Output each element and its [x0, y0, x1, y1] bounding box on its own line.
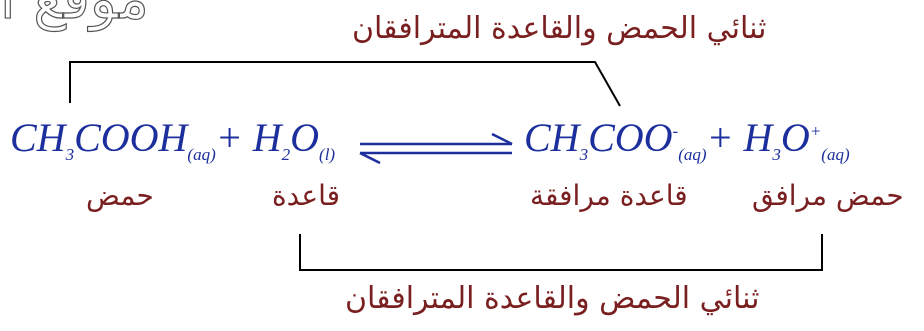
base-label: قاعدة [272, 179, 340, 212]
products-formula: CH3COO-(aq)+ H3O+(aq) [524, 115, 850, 164]
plus-sign-1: + [215, 115, 243, 160]
top-bracket-line [69, 61, 621, 107]
acid-label: حمض [86, 179, 154, 212]
forward-arrow-head [491, 132, 513, 146]
acetate-formula: CH3COO-(aq) [524, 115, 707, 164]
top-conjugate-pair-label: ثنائي الحمض والقاعدة المترافقان [352, 11, 767, 46]
bottom-conjugate-pair-label: ثنائي الحمض والقاعدة المترافقان [345, 281, 760, 316]
conjugate-acid-label: حمض مرافق [752, 179, 904, 212]
bottom-bracket-line [299, 234, 823, 271]
watermark-text: موقع ا [0, 0, 149, 28]
reactants-formula: CH3COOH(aq)+ H2O(l) [10, 115, 336, 164]
conjugate-base-label: قاعدة مرافقة [530, 179, 688, 212]
water-formula: H2O(l) [252, 115, 336, 164]
reverse-arrow-head [359, 151, 381, 165]
acetic-acid-formula: CH3COOH(aq) [10, 115, 216, 164]
hydronium-formula: H3O+(aq) [743, 115, 850, 164]
plus-sign-2: + [706, 115, 734, 160]
